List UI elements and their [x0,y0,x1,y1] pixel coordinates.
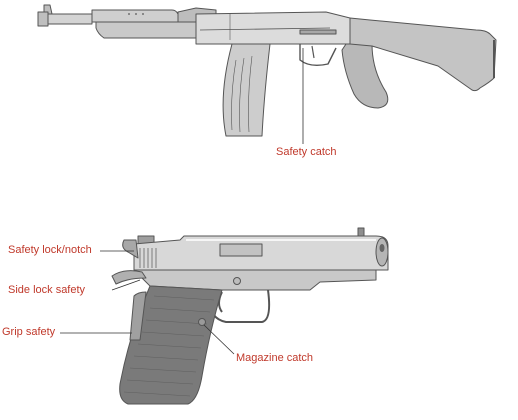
rifle-gas-tube [91,9,179,23]
side-lock-safety-leader [111,279,141,291]
rifle-trigger-guard [299,44,337,67]
pistol-grip-texture [123,295,215,397]
pistol-illustration [111,227,389,405]
safety-catch-label: Safety catch [276,146,337,158]
grip-safety-label: Grip safety [2,326,56,338]
pistol-slide-serrations [139,248,157,268]
pistol-side-lock-lever [111,270,147,285]
side-lock-safety-label: Side lock safety [8,284,86,296]
pistol-grip [119,285,223,405]
magazine-catch-label: Magazine catch [236,352,314,364]
safety-lock-notch-label: Safety lock/notch [8,244,92,256]
rifle-magazine [222,43,271,137]
rifle-pistol-grip [341,43,389,109]
pistol-ejection-port [219,243,263,257]
pistol-front-sight [357,227,365,237]
pistol-grip-safety [129,291,147,341]
rifle-illustration [37,4,497,137]
rifle-safety-lever [299,29,337,35]
magazine-catch-leader [203,324,235,355]
pistol-magazine-catch-button [198,318,206,326]
rifle-handguard [95,21,197,39]
pistol-hammer [122,239,139,259]
rifle-muzzle [37,11,49,27]
rifle-stock [349,17,497,92]
pistol-slide-stop [233,277,241,285]
